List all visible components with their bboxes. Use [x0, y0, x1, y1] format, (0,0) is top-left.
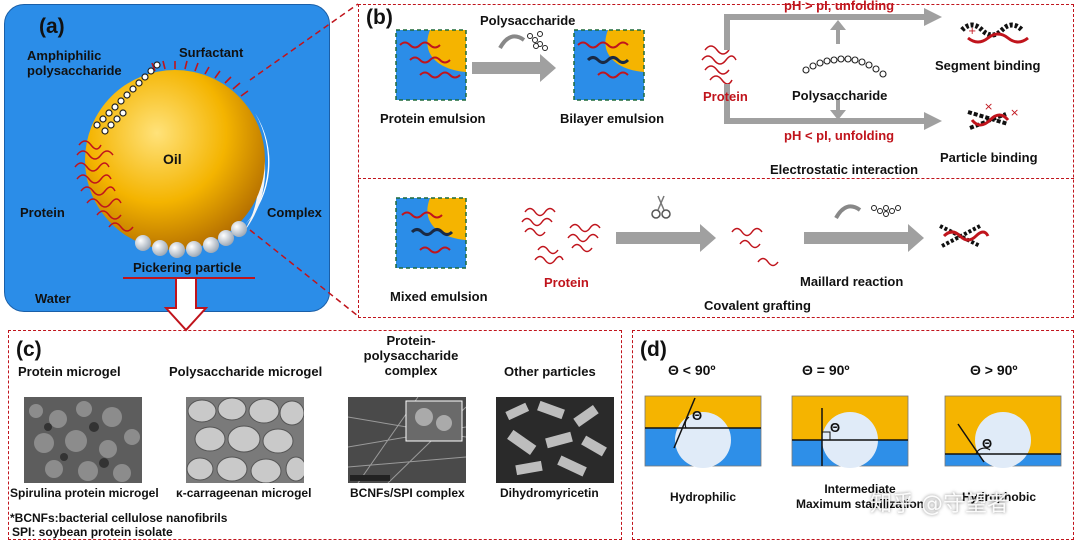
polysaccharide-top-label: Polysaccharide	[480, 13, 576, 28]
down-arrow-icon	[163, 277, 209, 332]
micrograph-bcnfs-spi	[348, 397, 466, 483]
particle-binding-label: Particle binding	[940, 150, 1038, 165]
micrograph-protein	[24, 397, 142, 483]
theta-symbol-1: Θ	[692, 408, 703, 423]
maillard-label: Maillard reaction	[800, 274, 904, 289]
angle-equal-label: Θ = 90º	[802, 362, 850, 378]
panel-b-divider	[358, 178, 1074, 179]
polysaccharide-chain	[93, 61, 161, 135]
oil-label: Oil	[163, 151, 182, 167]
oil-droplet-illustration	[74, 60, 270, 279]
arrow-right-icon-3	[804, 224, 924, 252]
svg-text:×: ×	[984, 100, 993, 113]
panel-a-letter: (a)	[39, 15, 65, 38]
complex-label: Complex	[267, 205, 322, 220]
hydrophobic-diagram	[944, 395, 1062, 468]
segment-binding-label: Segment binding	[935, 58, 1041, 73]
intermediate-diagram	[791, 395, 909, 468]
header-protein-microgel: Protein microgel	[18, 364, 121, 379]
bilayer-emulsion-square	[573, 29, 645, 101]
header-polysaccharide-microgel: Polysaccharide microgel	[169, 364, 323, 379]
micrograph-carrageenan	[186, 397, 304, 483]
water-label: Water	[35, 291, 71, 306]
surfactant-molecules	[151, 60, 249, 97]
protein-label: Protein	[20, 205, 65, 220]
arrow-right-icon-2	[616, 224, 716, 252]
polysaccharide-chain-icon-2	[871, 205, 901, 217]
protein-cluster-bottom	[521, 207, 601, 265]
angle-greater-label: Θ > 90º	[970, 362, 1018, 378]
arrow-right-icon	[472, 54, 556, 82]
panel-d	[632, 330, 1074, 540]
grafted-complex-icon	[939, 224, 990, 248]
header-complex: Protein- polysaccharide complex	[363, 333, 459, 378]
intermediate-label: Intermediate Maximum stabilization	[795, 482, 925, 511]
watermark: 知乎 @守望者	[870, 492, 1009, 517]
svg-text:+: +	[968, 26, 976, 37]
panel-c	[8, 330, 622, 540]
caption-dihydromyricetin: Dihydromyricetin	[500, 486, 599, 500]
protein-molecule-icon	[701, 45, 737, 85]
micrograph-dihydromyricetin	[496, 397, 614, 483]
pickering-label: Pickering particle	[133, 260, 242, 275]
mixed-emulsion-square	[395, 197, 467, 269]
protein-bottom-label: Protein	[544, 275, 589, 290]
electrostatic-label: Electrostatic interaction	[770, 162, 919, 177]
polysaccharide-curve	[802, 55, 887, 78]
hydrophobic-label: Hydrophobic	[962, 490, 1036, 504]
ph-lt-label: pH < pI, unfolding	[784, 128, 895, 143]
caption-spirulina: Spirulina protein microgel	[10, 486, 159, 500]
segment-binding-icon: +	[960, 22, 1029, 44]
ph-gt-label: pH > pI, unfolding	[784, 0, 895, 13]
particle-binding-icon: × ×	[967, 100, 1019, 130]
panel-d-letter: (d)	[640, 338, 667, 361]
surfactant-label: Surfactant	[179, 45, 244, 60]
oil-sphere	[85, 70, 265, 250]
protein-emulsion-square	[395, 29, 467, 101]
protein-b-label: Protein	[703, 89, 748, 104]
angle-less-label: Θ < 90º	[668, 362, 716, 378]
unfolded-protein-icon	[731, 227, 779, 267]
svg-text:×: ×	[1010, 106, 1019, 119]
panel-b-letter: (b)	[366, 6, 393, 29]
protein-emulsion-label: Protein emulsion	[380, 111, 486, 126]
panel-a: (a) Amphiphilic polysaccharide Surfactan…	[4, 4, 330, 312]
hydrophilic-diagram	[644, 395, 762, 468]
amphiphilic-label: Amphiphilic polysaccharide	[27, 48, 122, 78]
scissors-icon	[651, 195, 671, 219]
hydrophilic-label: Hydrophilic	[670, 490, 737, 504]
panel-c-letter: (c)	[16, 338, 42, 361]
branch-arrows	[724, 8, 942, 130]
polysaccharide-mid-label: Polysaccharide	[792, 88, 888, 103]
theta-symbol-2: Θ	[830, 420, 841, 435]
curved-arrow-icon-2	[834, 204, 862, 220]
curved-arrow-icon	[498, 34, 526, 50]
caption-bcnfs: BCNFs/SPI complex	[350, 486, 465, 500]
footnote-spi: SPI: soybean protein isolate	[12, 525, 173, 539]
covalent-label: Covalent grafting	[704, 298, 811, 313]
mixed-emulsion-label: Mixed emulsion	[390, 289, 488, 304]
theta-symbol-3: Θ	[982, 436, 993, 451]
panel-b	[358, 4, 1074, 318]
caption-carrageenan: κ-carrageenan microgel	[176, 486, 312, 500]
protein-cluster	[74, 140, 134, 232]
header-other-particles: Other particles	[504, 364, 596, 379]
footnote-bcnfs: *BCNFs:bacterial cellulose nanofibrils	[10, 511, 228, 525]
pickering-particles	[135, 221, 247, 258]
bilayer-emulsion-label: Bilayer emulsion	[560, 111, 665, 126]
polysaccharide-chain-icon	[527, 31, 548, 51]
